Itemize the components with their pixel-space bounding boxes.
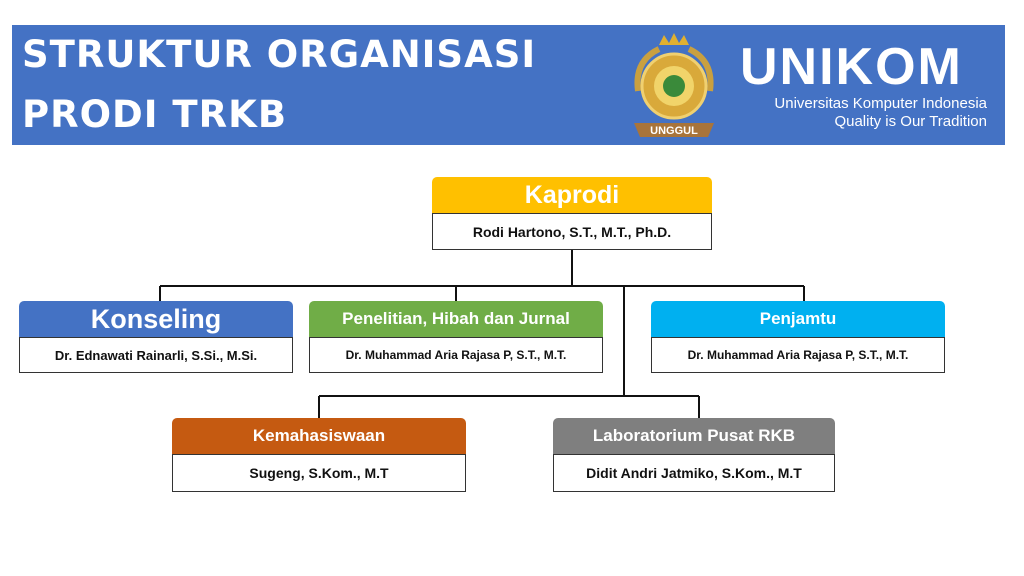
person-name: Dr. Muhammad Aria Rajasa P, S.T., M.T. [309,337,603,373]
role-label: Penelitian, Hibah dan Jurnal [309,301,603,337]
person-name: Sugeng, S.Kom., M.T [172,454,466,492]
node-laboratorium: Laboratorium Pusat RKB Didit Andri Jatmi… [553,418,835,492]
person-name: Dr. Muhammad Aria Rajasa P, S.T., M.T. [651,337,945,373]
unggul-seal-logo: UNGGUL [634,33,714,137]
role-label: Kemahasiswaan [172,418,466,454]
svg-text:UNGGUL: UNGGUL [650,125,698,137]
role-label: Penjamtu [651,301,945,337]
role-label: Kaprodi [432,177,712,213]
person-name: Rodi Hartono, S.T., M.T., Ph.D. [432,213,712,250]
title-line-1: STRUKTUR ORGANISASI [22,33,537,76]
node-kemahasiswaan: Kemahasiswaan Sugeng, S.Kom., M.T [172,418,466,492]
title-line-2: PRODI TRKB [22,93,288,136]
role-label: Laboratorium Pusat RKB [553,418,835,454]
person-name: Didit Andri Jatmiko, S.Kom., M.T [553,454,835,492]
node-penjamtu: Penjamtu Dr. Muhammad Aria Rajasa P, S.T… [651,301,945,373]
node-konseling: Konseling Dr. Ednawati Rainarli, S.Si., … [19,301,293,373]
node-kaprodi: Kaprodi Rodi Hartono, S.T., M.T., Ph.D. [432,177,712,250]
logo-tagline-1: Universitas Komputer Indonesia [774,95,987,112]
header-banner: STRUKTUR ORGANISASI PRODI TRKB UNGGUL UN… [12,25,1005,145]
role-label: Konseling [19,301,293,337]
unikom-wordmark: UNIKOM [740,38,963,96]
person-name: Dr. Ednawati Rainarli, S.Si., M.Si. [19,337,293,373]
node-penelitian: Penelitian, Hibah dan Jurnal Dr. Muhamma… [309,301,603,373]
logo-tagline-2: Quality is Our Tradition [834,113,987,130]
